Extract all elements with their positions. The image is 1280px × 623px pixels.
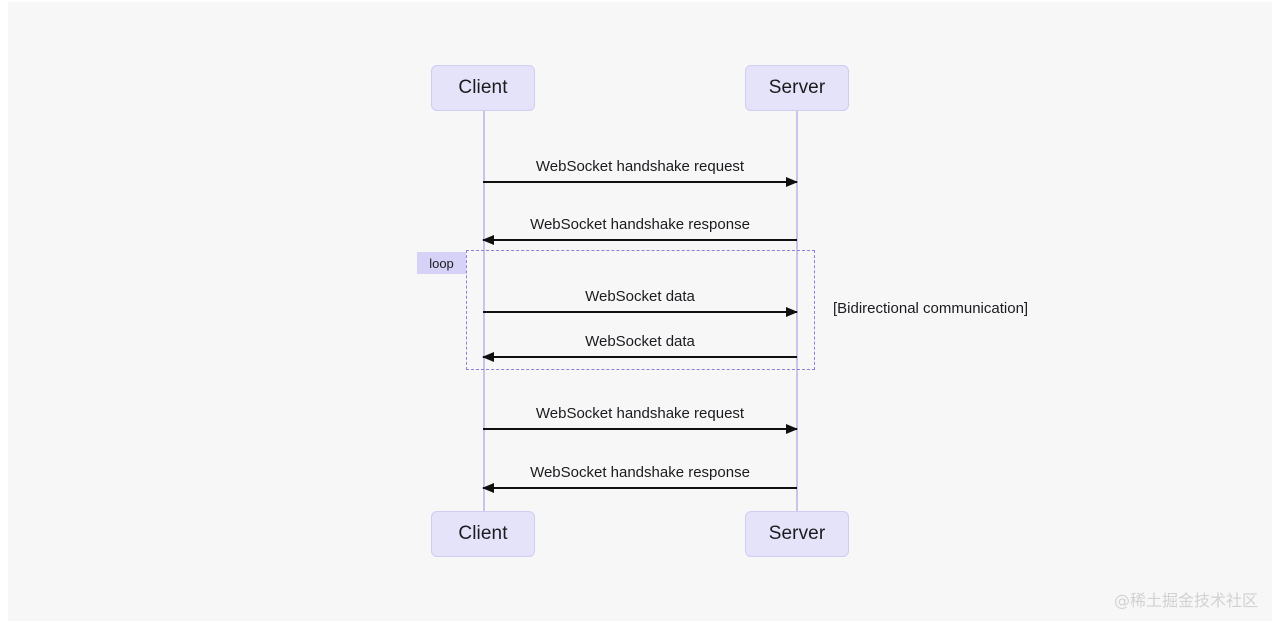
message-line bbox=[483, 428, 797, 430]
loop-fragment-label: loop bbox=[417, 252, 466, 274]
message-line bbox=[483, 239, 797, 241]
participant-label: Client bbox=[458, 77, 508, 98]
arrowhead-right-icon bbox=[786, 307, 798, 317]
arrowhead-left-icon bbox=[482, 235, 494, 245]
message-label: WebSocket handshake response bbox=[530, 464, 750, 481]
participant-label: Client bbox=[458, 523, 508, 544]
message-line bbox=[483, 181, 797, 183]
arrowhead-right-icon bbox=[786, 424, 798, 434]
message-label: WebSocket handshake request bbox=[535, 158, 745, 175]
arrowhead-left-icon bbox=[482, 483, 494, 493]
participant-label: Server bbox=[768, 523, 826, 544]
participant-server-top: Server bbox=[745, 65, 849, 111]
message-line bbox=[483, 487, 797, 489]
loop-condition-text: [Bidirectional communication] bbox=[833, 300, 1029, 317]
message-label: WebSocket handshake response bbox=[530, 216, 750, 233]
participant-client-bottom: Client bbox=[431, 511, 535, 557]
message-label: WebSocket data bbox=[585, 288, 695, 305]
loop-fragment-box bbox=[466, 250, 815, 370]
loop-keyword-text: loop bbox=[429, 255, 454, 271]
watermark-text: @稀土掘金技术社区 bbox=[1113, 591, 1258, 610]
message-label: WebSocket handshake request bbox=[535, 405, 745, 422]
participant-client-top: Client bbox=[431, 65, 535, 111]
arrowhead-right-icon bbox=[786, 177, 798, 187]
message-label: WebSocket data bbox=[585, 333, 695, 350]
participant-label: Server bbox=[768, 77, 826, 98]
participant-server-bottom: Server bbox=[745, 511, 849, 557]
arrowhead-left-icon bbox=[482, 352, 494, 362]
message-line bbox=[483, 311, 797, 313]
message-line bbox=[483, 356, 797, 358]
